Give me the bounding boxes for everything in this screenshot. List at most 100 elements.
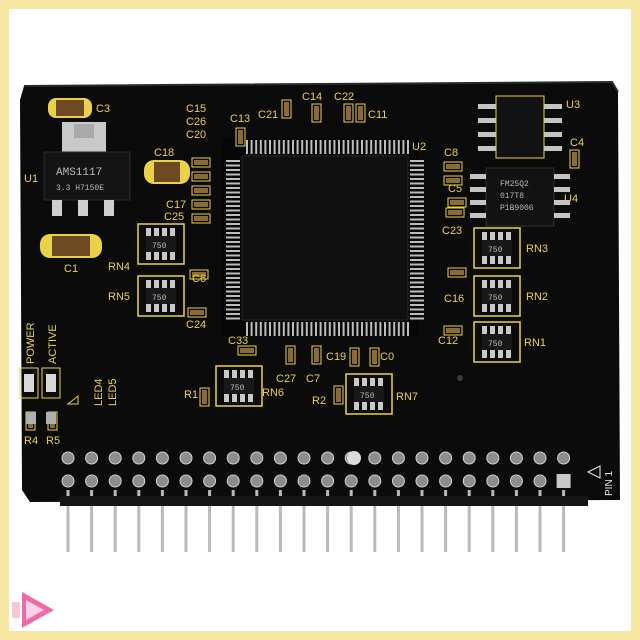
qfp-pin <box>410 209 424 212</box>
rn-pad <box>506 256 511 264</box>
rn-pad <box>162 280 167 288</box>
label-u2: U2 <box>412 141 426 153</box>
smd-outline <box>343 103 354 123</box>
soic-pin <box>554 187 570 192</box>
qfp-pin <box>410 173 424 176</box>
status-leds <box>19 367 61 424</box>
pin-pad <box>509 474 523 488</box>
qfp-pin <box>410 164 424 167</box>
label-c0: C0 <box>380 351 394 363</box>
qfp-pin <box>347 322 350 336</box>
rn-pad <box>490 350 495 358</box>
pin-pad <box>85 451 99 465</box>
pin-pad <box>368 451 382 465</box>
pin-pad <box>132 451 146 465</box>
qfp-pin <box>226 178 240 180</box>
pin-pad <box>179 451 193 465</box>
pin-pad <box>297 474 311 488</box>
smd-outline <box>199 387 210 407</box>
qfp-pin <box>410 250 424 252</box>
rn-pad <box>362 402 367 410</box>
smd-outline <box>445 207 465 218</box>
qfp-pin <box>310 322 313 336</box>
regulator-marking-2: 3.3 H7150E <box>56 184 104 193</box>
qfp-pin <box>259 140 262 154</box>
qfp-pin <box>226 245 240 248</box>
qfp-pin <box>324 322 327 336</box>
qfp-pin <box>410 295 424 297</box>
smd-part <box>446 164 460 169</box>
soic-pin <box>470 187 486 192</box>
smd-outline <box>447 267 467 278</box>
qfp-pin <box>269 322 271 336</box>
label-rn1: RN1 <box>524 337 546 349</box>
rn-pad <box>370 378 375 386</box>
smd-part <box>446 328 460 333</box>
qfp-pin <box>410 227 424 230</box>
soic-pin <box>554 174 570 179</box>
qfp-pin <box>410 187 424 189</box>
play-button-icon[interactable] <box>10 588 58 632</box>
qfp-pin <box>226 218 240 221</box>
smd-part <box>190 310 204 315</box>
label-c4: C4 <box>570 137 584 149</box>
smd-part <box>194 160 208 165</box>
smd-outline <box>189 269 209 280</box>
qfp-pin <box>407 322 409 336</box>
qfp-pin <box>410 290 424 293</box>
rn-pad <box>482 280 487 288</box>
qfp-pin <box>282 140 285 154</box>
smd-outline <box>443 175 463 186</box>
smd-outline <box>355 103 366 123</box>
rn-value: 750 <box>488 246 503 255</box>
qfp-pin <box>226 223 240 225</box>
eeprom-chip-u3 <box>478 95 562 159</box>
qfp-pin <box>226 281 240 284</box>
soic-pin <box>478 104 496 109</box>
qfp-pin <box>273 322 276 336</box>
voltage-regulator-u1: AMS1117 3.3 H7150E <box>43 122 131 216</box>
rn-body <box>482 334 512 350</box>
u4-marking-1: FM25Q2 <box>500 180 529 189</box>
rn-outline <box>473 275 521 317</box>
qfp-pin <box>388 322 391 336</box>
rn-outline <box>473 227 521 269</box>
qfp-pin <box>410 299 424 302</box>
smd-part <box>288 348 293 362</box>
qfp-pin <box>338 322 340 336</box>
header-base <box>60 496 588 506</box>
soic-pin <box>470 213 486 218</box>
rn-value: 750 <box>488 294 503 303</box>
qfp-pin <box>328 140 331 154</box>
rn-pad <box>490 280 495 288</box>
pin-pad <box>179 474 193 488</box>
rn-value: 750 <box>230 384 245 393</box>
qfp-pin <box>226 187 240 189</box>
smd-part <box>448 210 462 215</box>
qfp-pin <box>255 322 258 336</box>
rn-pad <box>146 304 151 312</box>
rn-pad <box>490 326 495 334</box>
smd-part <box>238 130 243 144</box>
qfp-pin <box>226 272 240 275</box>
smd-outline <box>191 199 211 210</box>
pin-pad <box>415 474 429 488</box>
qfp-pin <box>226 317 240 320</box>
label-c25: C25 <box>164 211 184 223</box>
qfp-pin <box>410 200 424 203</box>
qfp-pin <box>226 182 240 185</box>
qfp-pin <box>319 140 322 154</box>
smd-part <box>450 200 464 205</box>
qfp-pin <box>226 236 240 239</box>
label-c3: C3 <box>96 103 110 115</box>
rn-body <box>482 288 512 304</box>
smd-outline <box>349 347 360 367</box>
qfp-pin <box>410 313 424 315</box>
qfp-pin <box>226 173 240 176</box>
qfp-pin <box>388 140 391 154</box>
rn-pad <box>232 394 237 402</box>
rn-pad <box>490 304 495 312</box>
qfp-pin <box>226 227 240 230</box>
qfp-pin <box>410 236 424 239</box>
qfp-pin <box>410 196 424 198</box>
